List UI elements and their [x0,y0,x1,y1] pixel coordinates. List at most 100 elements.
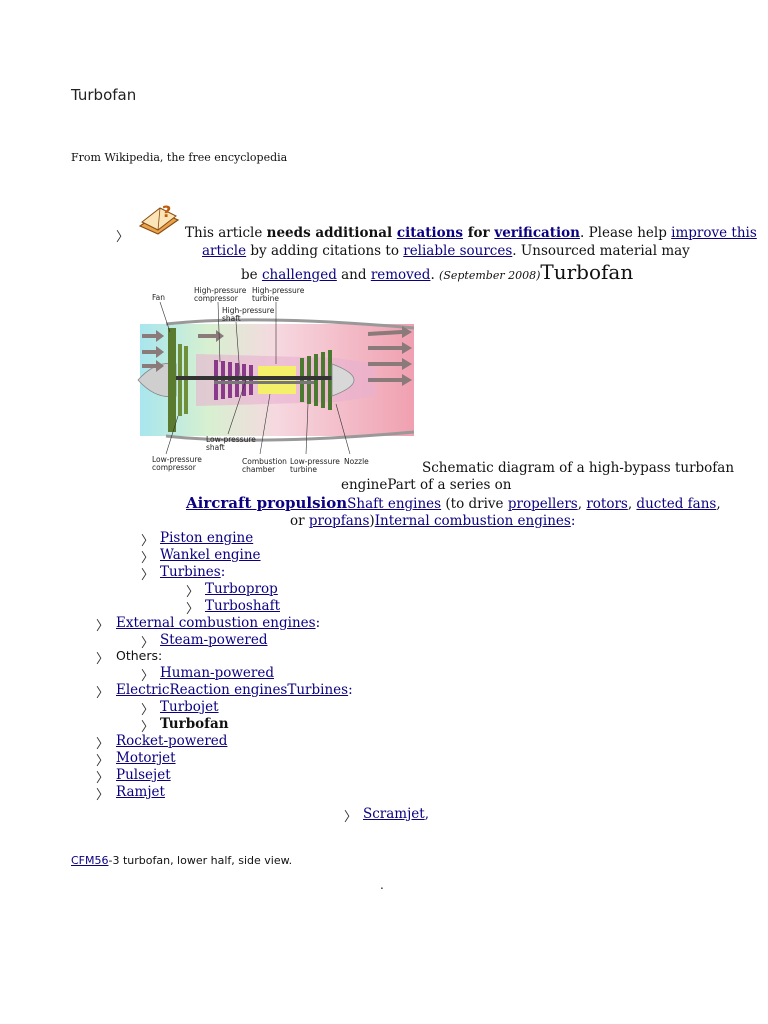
improve-article-link[interactable]: improve this [671,225,757,241]
chevron-right-icon: 〉 [141,720,155,735]
scramjet-item: Scramjet, [363,806,429,822]
notice-bold: needs additional [266,225,397,241]
series-header: Aircraft propulsionShaft engines (to dri… [186,494,721,512]
series-colon: : [570,513,576,529]
challenged-link[interactable]: challenged [261,267,337,283]
cfm56-caption-text: -3 turbofan, lower half, side view. [108,854,293,867]
series-line-2: or propfans)Internal combustion engines: [290,513,575,529]
rocket-powered-link[interactable]: Rocket-powered [116,733,228,749]
series-comma: , [716,496,721,512]
notice-text: by adding citations to [246,243,404,259]
chevron-right-icon: 〉 [96,652,110,667]
turbines-item: Turbines: [160,564,225,580]
notice-bold-for: for [463,225,495,241]
series-intro: enginePart of a series on [341,477,512,493]
chevron-right-icon: 〉 [96,754,110,769]
cfm56-caption: CFM56-3 turbofan, lower half, side view. [71,854,292,867]
steam-powered-link[interactable]: Steam-powered [160,632,268,648]
aircraft-propulsion-link[interactable]: Aircraft propulsion [186,494,348,512]
svg-text:?: ? [162,202,171,221]
series-comma: , [577,496,587,512]
chevron-right-icon: 〉 [96,737,110,752]
rotors-link[interactable]: rotors [586,496,628,512]
chevron-right-icon: 〉 [96,686,110,701]
turbines-link[interactable]: Turbines [160,564,221,580]
motorjet-link[interactable]: Motorjet [116,750,176,766]
high-pressure-shaft [214,381,314,384]
verification-link[interactable]: verification [494,225,580,241]
book-question-icon: ? [138,202,180,235]
electric-reaction-item: ElectricReaction enginesTurbines: [116,682,353,698]
label-hps-1: High-pressure [222,306,275,315]
citations-link[interactable]: citations [396,225,464,241]
ducted-fans-link[interactable]: ducted fans [636,496,717,512]
series-text: or [290,513,309,529]
label-lpt-1: Low-pressure [290,457,340,466]
colon: : [315,615,321,631]
notice-text: . Unsourced material may [512,243,690,259]
external-combustion-link[interactable]: External combustion engines [116,615,316,631]
fan-blades [168,328,176,432]
improve-article-link-2[interactable]: article [202,243,247,259]
comma: , [424,806,430,822]
infobox-title: Turbofan [540,260,634,284]
scramjet-link[interactable]: Scramjet [363,806,425,822]
chevron-right-icon: 〉 [186,602,200,617]
from-wikipedia: From Wikipedia, the free encyclopedia [71,151,288,164]
internal-combustion-link[interactable]: Internal combustion engines [374,513,571,529]
reliable-sources-link[interactable]: reliable sources [403,243,513,259]
low-pressure-shaft [176,376,346,380]
diagram-caption: Schematic diagram of a high-bypass turbo… [422,460,735,476]
chevron-right-icon: 〉 [141,568,155,583]
label-hps-2: shaft [222,314,241,323]
label-cc-2: chamber [242,465,276,474]
page-title: Turbofan [71,86,137,104]
airflow-arrows [142,326,412,386]
propfans-link[interactable]: propfans [308,513,370,529]
label-fan: Fan [152,293,165,302]
chevron-right-icon: 〉 [96,619,110,634]
turbojet-link[interactable]: Turbojet [160,699,219,715]
turboshaft-link[interactable]: Turboshaft [205,598,281,614]
turbofan-current: Turbofan [160,716,229,732]
cfm56-link[interactable]: CFM56 [71,854,109,867]
reaction-engines-link[interactable]: Reaction engines [169,682,288,698]
label-lps-2: shaft [206,443,225,452]
wankel-engine-link[interactable]: Wankel engine [160,547,261,563]
ramjet-link[interactable]: Ramjet [116,784,165,800]
removed-link[interactable]: removed [370,267,431,283]
label-lpc-1: Low-pressure [152,455,202,464]
chevron-right-icon: 〉 [141,636,155,651]
notice-date: (September 2008) [439,269,541,282]
chevron-right-icon: 〉 [141,534,155,549]
propellers-link[interactable]: propellers [507,496,578,512]
turboprop-link[interactable]: Turboprop [205,581,278,597]
electric-link[interactable]: Electric [116,682,170,698]
label-cc-1: Combustion [242,457,287,466]
label-hpt-2: turbine [252,294,279,303]
notice-line-2: article by adding citations to reliable … [202,242,690,260]
shaft-engines-link[interactable]: Shaft engines [347,496,442,512]
chevron-right-icon: 〉 [141,551,155,566]
label-hpc-2: compressor [194,294,239,303]
chevron-right-icon: 〉 [96,788,110,803]
piston-engine-link[interactable]: Piston engine [160,530,254,546]
turbines-link-2[interactable]: Turbines [287,682,349,698]
colon: : [220,564,226,580]
pulsejet-link[interactable]: Pulsejet [116,767,171,783]
chevron-right-icon: 〉 [344,810,358,825]
label-hpt-1: High-pressure [252,286,305,295]
series-text: ) [369,513,375,529]
chevron-right-icon: 〉 [186,585,200,600]
notice-text: . Please help [579,225,672,241]
others-label: Others: [116,648,163,663]
label-hpc-1: High-pressure [194,286,247,295]
chevron-right-icon: 〉 [96,771,110,786]
notice-text: and [336,267,371,283]
colon: : [348,682,353,698]
turbofan-diagram: Fan High-pressure compressor High-pressu… [137,286,415,474]
label-nozzle: Nozzle [344,457,369,466]
notice-line-3: be challenged and removed. (September 20… [241,260,634,285]
human-powered-link[interactable]: Human-powered [160,665,274,681]
series-text: (to drive [441,496,508,512]
